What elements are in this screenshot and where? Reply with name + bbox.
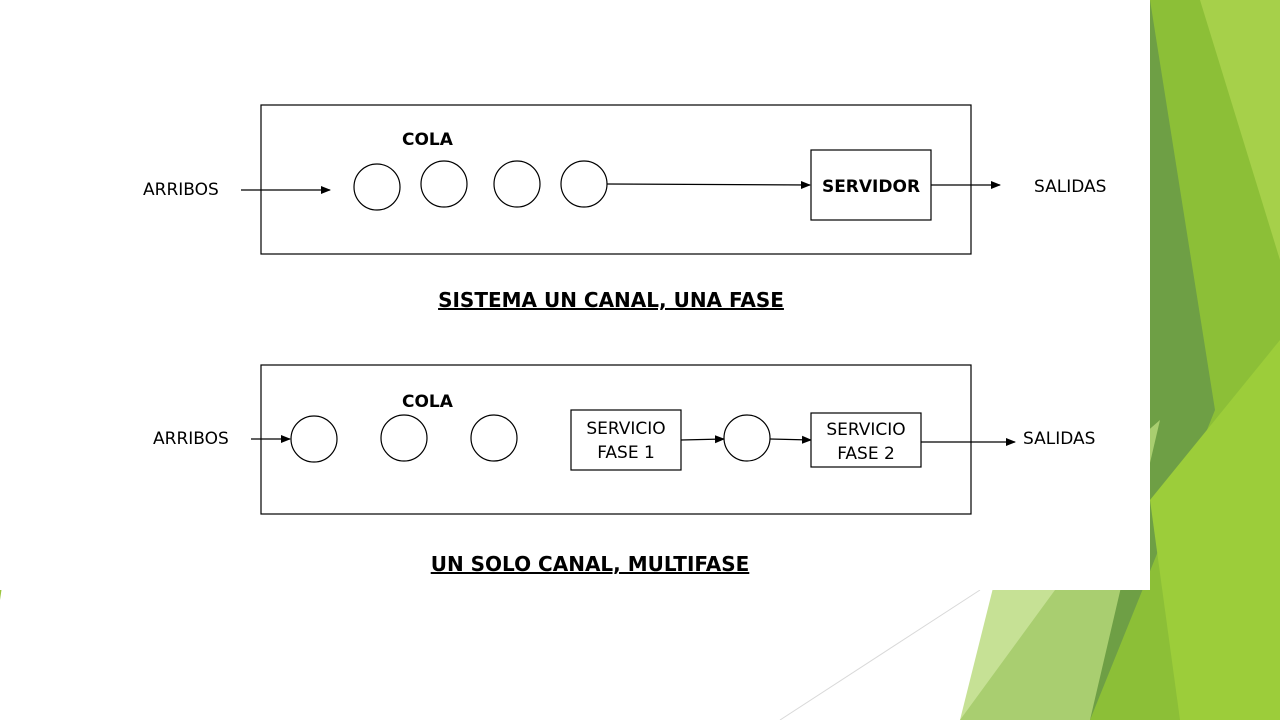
caption-2: UN SOLO CANAL, MULTIFASE [431,552,750,576]
exits-label-2: SALIDAS [1023,429,1095,449]
queue-to-server-arrow [606,180,811,189]
queue-label-1: COLA [402,130,454,150]
queue-customer [560,160,608,208]
buffer-to-phase2-arrow [769,435,812,444]
caption-1: SISTEMA UN CANAL, UNA FASE [438,288,784,312]
server-box [810,149,932,221]
service-phase-2-box [810,412,922,468]
system-boundary-1 [260,104,972,255]
service-phase-2-label-line1: SERVICIO [826,420,905,440]
single-channel-multiphase-diagram: COLA ARRIBOS SERVICIO FASE 1 SERVICIO FA… [153,364,1095,576]
arrivals-label-2: ARRIBOS [153,429,229,449]
exits-label-1: SALIDAS [1034,177,1106,197]
service-phase-2-label-line2: FASE 2 [837,444,895,464]
right-green-shape-bright [1150,340,1280,720]
queue-label-2: COLA [402,392,454,412]
server-label: SERVIDOR [822,177,920,197]
queue-customer [353,163,401,211]
arrivals-label-1: ARRIBOS [143,180,219,200]
queue-customer [380,414,428,462]
right-green-shape-light [1200,0,1280,260]
queue-customer [470,414,518,462]
phase1-to-buffer-arrow [680,435,725,444]
single-channel-single-phase-diagram: COLA ARRIBOS SERVIDOR SALIDAS SISTEMA UN… [143,104,1106,312]
queue-customer [493,160,541,208]
service-phase-1-label-line2: FASE 1 [597,443,655,463]
buffer-customer [723,414,771,462]
service-phase-1-box [570,409,682,471]
queue-customer [420,160,468,208]
service-phase-1-label-line1: SERVICIO [586,419,665,439]
queue-customer [290,415,338,463]
